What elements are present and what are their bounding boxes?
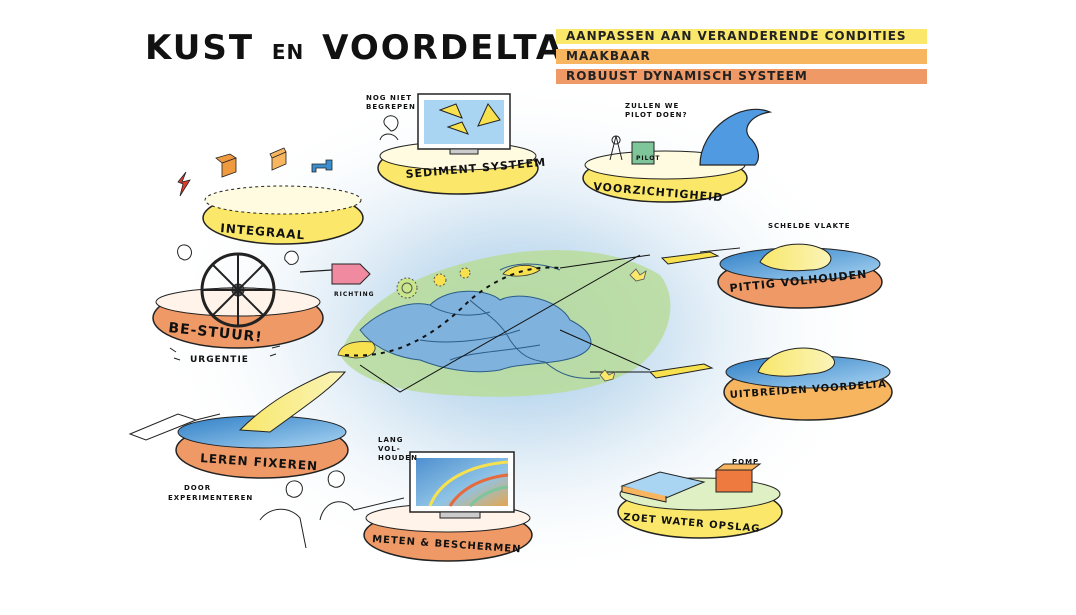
- pump-icon: [715, 469, 753, 493]
- note-door-experimenteren: DOOR EXPERIMENTEREN: [168, 480, 307, 549]
- lightning-icon: [177, 171, 191, 197]
- platform-zoet-water-opslag: ZOET WATER OPSLAG: [617, 463, 783, 539]
- boat-icon: [660, 251, 720, 265]
- platform-pittig-volhouden: PITTIG VOLHOUDEN: [660, 243, 883, 309]
- svg-text:DOOR: DOOR: [184, 484, 211, 492]
- platform-meten-beschermen: METEN & BESCHERMEN: [319, 451, 533, 562]
- title-part-2: EN: [271, 40, 305, 64]
- page-title: KUST EN VOORDELTA: [145, 28, 564, 68]
- svg-text:LANG: LANG: [378, 436, 403, 444]
- legend-item-robuust: ROBUUST DYNAMISCH SYSTEEM: [556, 69, 927, 84]
- svg-text:VOL-: VOL-: [378, 445, 401, 453]
- svg-text:NOG NIET: NOG NIET: [366, 94, 412, 102]
- legend-item-maakbaar: MAAKBAAR: [556, 49, 927, 64]
- platform-leren-fixeren: LEREN FIXEREN: [128, 371, 349, 479]
- svg-text:PILOT DOEN?: PILOT DOEN?: [625, 111, 688, 119]
- svg-text:ZULLEN WE: ZULLEN WE: [625, 102, 679, 110]
- legend-label: ROBUUST DYNAMISCH SYSTEEM: [566, 69, 808, 83]
- svg-text:PILOT: PILOT: [636, 155, 660, 162]
- svg-text:HOUDEN: HOUDEN: [378, 454, 418, 462]
- svg-text:EXPERIMENTEREN: EXPERIMENTEREN: [168, 494, 253, 502]
- box-icon: [215, 153, 237, 178]
- wave-icon: [699, 108, 773, 166]
- note-zullen-we: ZULLEN WE PILOT DOEN?: [625, 102, 688, 119]
- delta-map: [337, 250, 671, 397]
- platform-voorzichtigheid: PILOT VOORZICHTIGHEID: [582, 108, 773, 204]
- note-richting: RICHTING: [334, 291, 375, 298]
- title-part-3: VOORDELTA: [322, 28, 565, 68]
- legend-label: MAAKBAAR: [566, 49, 651, 63]
- arrow-sign-icon: [331, 263, 371, 285]
- note-lang-volhouden: LANG VOL- HOUDEN: [378, 436, 418, 462]
- platform-bestuur: BE-STUUR!: [152, 244, 371, 349]
- platform-uitbreiden-voordelta: UITBREIDEN VOORDELTA: [648, 347, 893, 421]
- pilot-block: [631, 141, 655, 165]
- note-pomp: POMP: [732, 458, 759, 466]
- title-part-1: KUST: [145, 28, 255, 68]
- note-nog-niet-begrepen: NOG NIET BEGREPEN: [366, 94, 416, 141]
- legend-label: AANPASSEN AAN VERANDERENDE CONDITIES: [566, 29, 907, 43]
- legend-item-aanpassen: AANPASSEN AAN VERANDERENDE CONDITIES: [556, 29, 927, 44]
- box-icon: [269, 147, 287, 171]
- svg-text:URGENTIE: URGENTIE: [190, 355, 249, 365]
- note-schelde-vlakte: SCHELDE VLAKTE: [768, 222, 851, 230]
- svg-text:BEGREPEN: BEGREPEN: [366, 103, 416, 111]
- platform-sediment-systeem: SEDIMENT SYSTEEM: [377, 93, 547, 195]
- tap-icon: [311, 159, 333, 173]
- platform-integraal: INTEGRAAL: [177, 147, 364, 245]
- note-urgentie: URGENTIE: [169, 345, 281, 365]
- boat-icon: [648, 363, 714, 379]
